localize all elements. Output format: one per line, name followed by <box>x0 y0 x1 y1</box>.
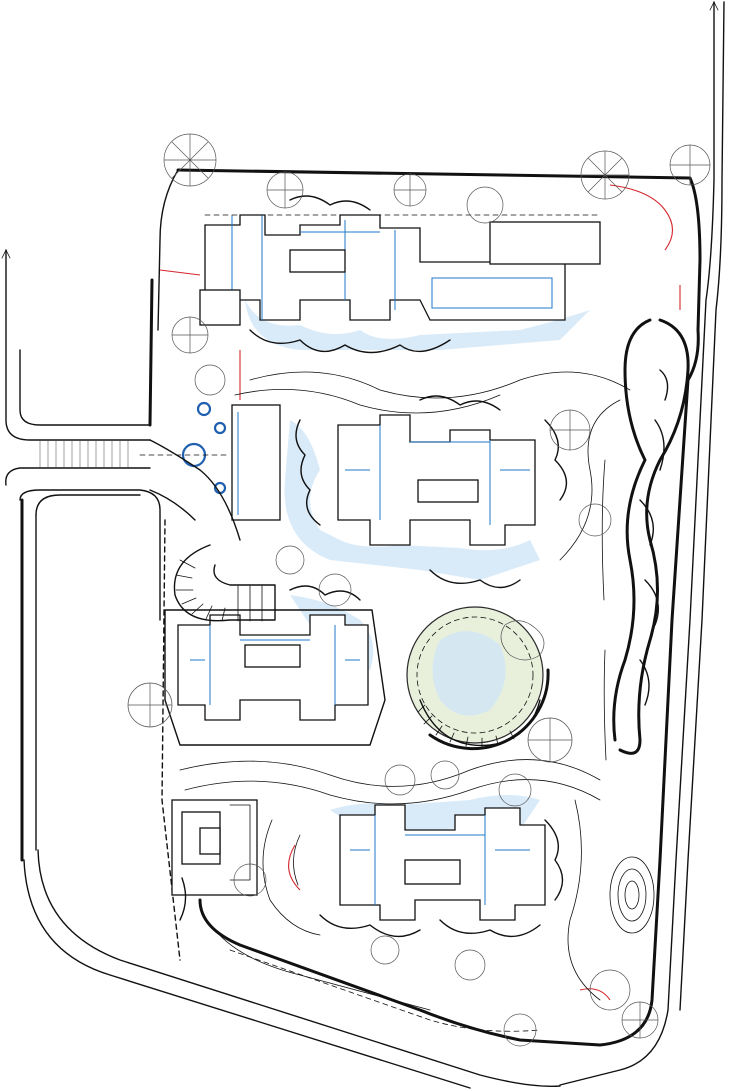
site-entrance-road <box>139 439 241 541</box>
perimeter-road <box>1 1 725 1089</box>
central-circular-garden <box>406 606 550 751</box>
round-pools <box>181 401 227 495</box>
west-building-block <box>164 595 386 746</box>
gatehouse <box>171 799 258 896</box>
east-landscape-mounds <box>601 318 690 934</box>
planting-beds <box>249 195 568 938</box>
south-building-block <box>330 795 546 921</box>
site-boundary <box>157 168 702 1047</box>
north-building-block <box>199 214 601 350</box>
middle-building-block <box>231 404 540 580</box>
spiral-staircase <box>173 544 276 622</box>
tree-canopy-symbols <box>127 133 711 1047</box>
